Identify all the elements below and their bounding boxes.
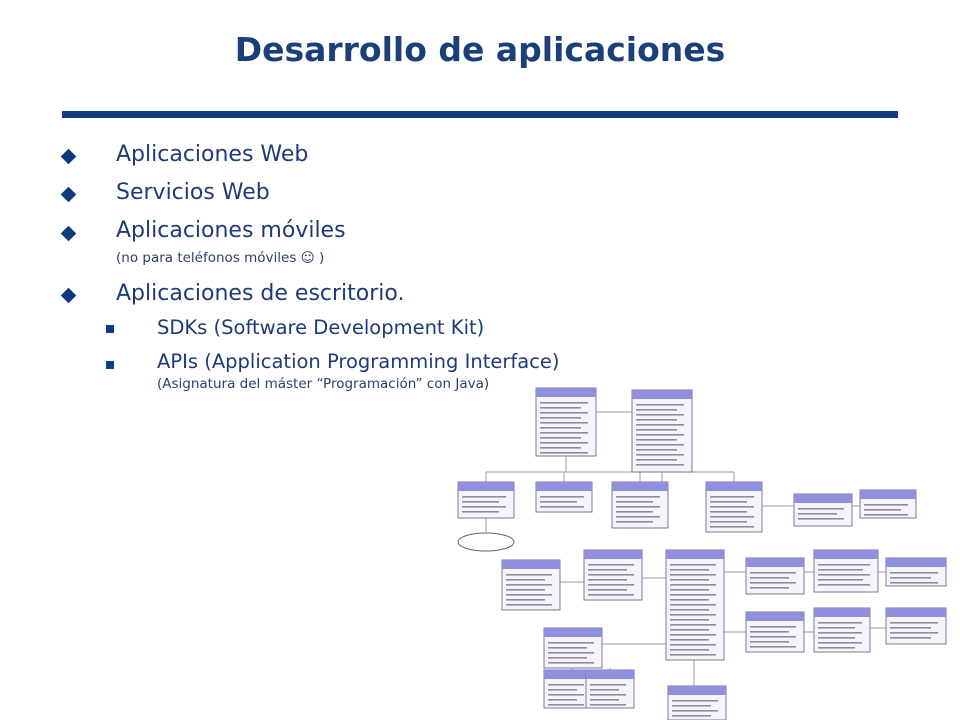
uml-class-box [543, 669, 593, 709]
uml-class-box [583, 549, 643, 601]
title-divider [62, 111, 898, 118]
sub-bullet-text: APIs (Application Programming Interface) [157, 350, 560, 373]
sub-bullet-note: (Asignatura del máster “Programación” co… [157, 376, 490, 392]
bullet-text: Aplicaciones móviles [116, 218, 346, 243]
bullet-text: Servicios Web [116, 180, 270, 205]
uml-class-box [665, 549, 725, 661]
uml-class-diagram [457, 387, 947, 720]
diamond-bullet-icon [60, 186, 77, 203]
uml-class-box [745, 611, 805, 653]
uml-class-box [535, 387, 597, 457]
uml-class-box [745, 557, 805, 595]
uml-class-box [885, 557, 947, 587]
uml-class-box [667, 685, 727, 720]
uml-class-box [631, 389, 693, 473]
bullet-text: Aplicaciones Web [116, 142, 309, 167]
bullet-text: Aplicaciones de escritorio. [116, 281, 405, 306]
uml-interface-node [457, 532, 515, 552]
uml-class-box [793, 493, 853, 527]
uml-class-box [611, 481, 669, 529]
bullet-note: (no para teléfonos móviles ☺ ) [116, 250, 325, 266]
uml-class-box [457, 481, 515, 519]
diamond-bullet-icon [60, 148, 77, 165]
uml-class-box [585, 669, 635, 709]
sub-bullet-text: SDKs (Software Development Kit) [157, 316, 485, 339]
square-bullet-icon [106, 361, 114, 369]
square-bullet-icon [106, 325, 114, 333]
uml-class-box [813, 607, 871, 653]
uml-class-box [813, 549, 879, 593]
uml-class-box [501, 559, 561, 611]
diamond-bullet-icon [60, 225, 77, 242]
uml-class-box [543, 627, 603, 669]
slide-title: Desarrollo de aplicaciones [234, 30, 726, 69]
diamond-bullet-icon [60, 287, 77, 304]
uml-class-box [885, 607, 947, 645]
uml-class-box [705, 481, 763, 533]
uml-class-box [859, 489, 917, 519]
uml-class-box [535, 481, 593, 513]
